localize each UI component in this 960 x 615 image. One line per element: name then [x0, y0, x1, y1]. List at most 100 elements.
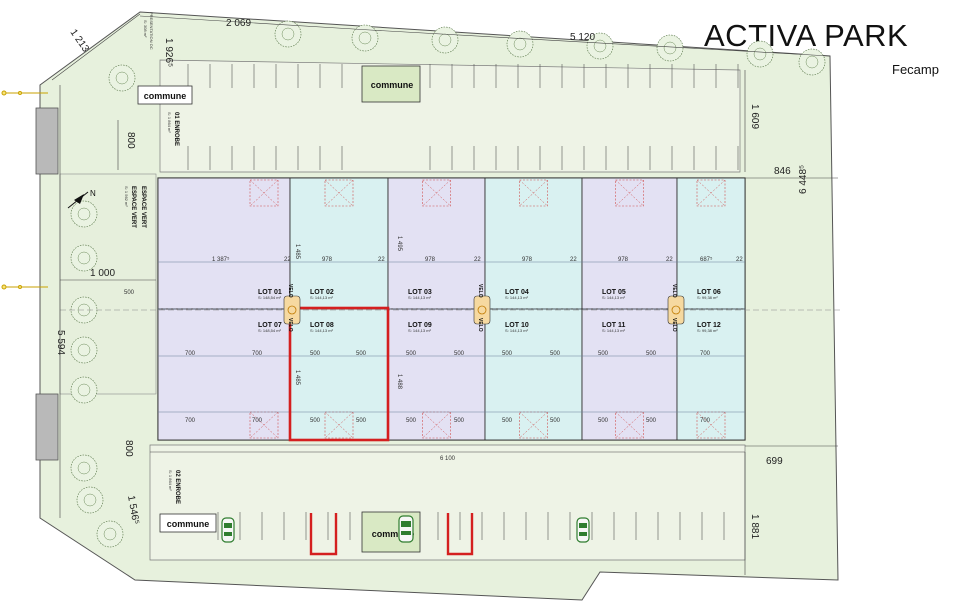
dim-top-right: 5 120	[570, 32, 595, 43]
col-dimensions-500: 500 500 500 500 500 500 500 500 500 500 …	[310, 351, 657, 424]
car-icon	[221, 517, 235, 543]
lot-cell: LOT 02S: 144,13 m²	[289, 177, 389, 310]
lot-label: LOT 10	[505, 322, 529, 329]
lot-cell: LOT 12S: 99,38 m²	[676, 308, 746, 441]
lot-area: S: 144,13 m²	[505, 328, 529, 333]
svg-text:22: 22	[736, 257, 743, 263]
espace-vert-label-1: ESPACE VERT	[140, 186, 146, 228]
svg-text:500: 500	[406, 418, 417, 424]
tree-icon	[108, 64, 136, 92]
svg-text:22: 22	[378, 257, 385, 263]
dim-bottom-699: 699	[766, 456, 783, 467]
svg-text:500: 500	[598, 351, 609, 357]
lot-08	[289, 308, 389, 441]
commune-box-top	[361, 65, 421, 103]
svg-text:500: 500	[356, 418, 367, 424]
dim-h-1485: 1 485	[294, 244, 300, 260]
svg-text:500: 500	[406, 351, 417, 357]
lot-cell: LOT 06S: 99,38 m²	[676, 177, 746, 310]
access-arrow-icon	[1, 90, 48, 96]
dim-left-bottom: 1 546⁵	[125, 495, 141, 526]
lot-area: S: 144,13 m²	[408, 295, 432, 300]
north-arrow-icon	[67, 191, 89, 209]
lot-cell: LOT 04S: 144,13 m²	[484, 177, 583, 310]
loading-dock-icon	[249, 179, 279, 207]
loading-dock-icon	[519, 179, 548, 207]
dim-bottom-800: 800	[123, 440, 134, 457]
svg-text:500: 500	[502, 351, 513, 357]
svg-text:700: 700	[185, 351, 196, 357]
espace-vert-sub: S: 1 562 m²	[124, 186, 129, 207]
parking-stalls-bottom	[217, 512, 725, 540]
svg-text:687⁵: 687⁵	[700, 256, 713, 263]
svg-text:500: 500	[356, 351, 367, 357]
lot-label: LOT 05	[602, 289, 626, 296]
dim-right-upper: 1 609	[749, 104, 760, 129]
tree-icon	[431, 26, 459, 54]
lot-cell: LOT 10S: 144,13 m²	[484, 308, 583, 441]
dim-top-left: 2 069	[226, 18, 251, 29]
commune-label-bottom-left: commune	[167, 519, 210, 529]
commune-box-left	[137, 85, 193, 105]
lot-area: S: 144,13 m²	[602, 328, 626, 333]
lot-cell: LOT 03S: 144,13 m²	[387, 177, 486, 310]
enrobe-2-label: 02 ENROBE	[174, 470, 180, 504]
lot-cell: LOT 05S: 144,13 m²	[581, 177, 678, 310]
lot-09	[387, 308, 486, 441]
tree-icon	[70, 336, 98, 364]
dim-col-500-left: 500	[124, 290, 135, 296]
velo-label: VELO	[671, 284, 677, 298]
tree-icon	[586, 32, 614, 60]
svg-text:500: 500	[502, 418, 513, 424]
lot-label: LOT 07	[258, 322, 282, 329]
svg-text:700: 700	[700, 418, 711, 424]
commune-box-bottom-left	[159, 513, 217, 533]
presentation-sub: S: 308 m²	[143, 20, 148, 38]
svg-text:500: 500	[454, 351, 465, 357]
lot-area: S: 144,13 m²	[310, 295, 334, 300]
lot-label: LOT 08	[310, 322, 334, 329]
svg-text:500: 500	[646, 351, 657, 357]
svg-text:500: 500	[646, 418, 657, 424]
lot-08-highlight	[288, 306, 390, 442]
presentation-label: PRESENTATION OC	[149, 12, 154, 50]
svg-text:22: 22	[284, 257, 291, 263]
loading-dock-icon	[422, 179, 451, 207]
tree-icon	[70, 200, 98, 228]
commune-label-bottom: commune	[372, 529, 415, 539]
dim-right-total: 6 448⁵	[798, 165, 809, 194]
tree-icon	[746, 40, 774, 68]
svg-text:700: 700	[252, 418, 263, 424]
enrobe-2-sub: S: 1 864 m²	[168, 470, 173, 491]
row-dimensions: 1 387⁵ 22 978 22 978 22 978 22 978 22 68…	[212, 256, 743, 263]
enrobe-1-sub: S: 1 864 m²	[167, 112, 172, 133]
parking-stalls-top	[187, 64, 739, 170]
lot-cell: LOT 09S: 144,13 m²	[387, 308, 486, 441]
lot-02	[289, 177, 389, 310]
svg-text:22: 22	[666, 257, 673, 263]
dim-left-800: 800	[125, 132, 136, 149]
tree-icon	[656, 34, 684, 62]
tree-icon	[70, 244, 98, 272]
north-label: N	[90, 189, 96, 198]
lot-area: S: 99,38 m²	[697, 328, 718, 333]
svg-text:500: 500	[310, 418, 321, 424]
dim-top-small: 1 926⁵	[163, 38, 174, 67]
lot-area: S: 144,13 m²	[602, 295, 626, 300]
tree-icon	[798, 48, 826, 76]
grid-lines	[60, 261, 840, 413]
lot-04	[484, 177, 583, 310]
page-subtitle: Fecamp	[892, 62, 939, 77]
car-icon	[398, 515, 414, 543]
lot-03	[387, 177, 486, 310]
tree-icon	[76, 486, 104, 514]
commune-label-left: commune	[144, 91, 187, 101]
tree-icon	[274, 20, 302, 48]
lot-label: LOT 09	[408, 322, 432, 329]
lot-05	[581, 177, 678, 310]
lot-07	[157, 308, 291, 441]
car-icon	[576, 517, 590, 543]
